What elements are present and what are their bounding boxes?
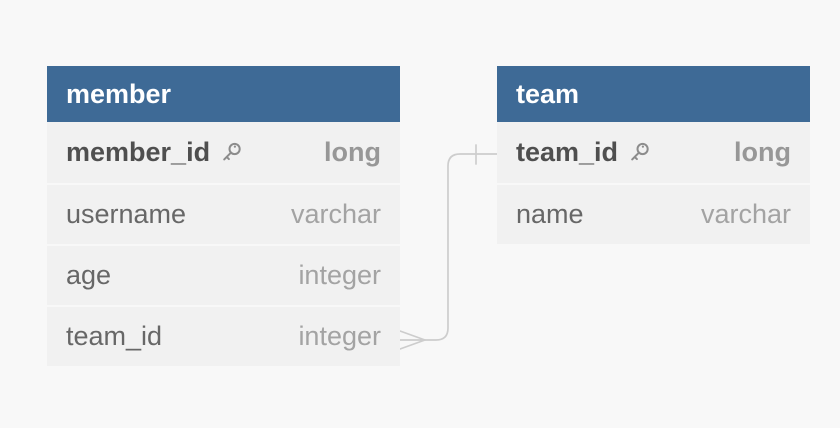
table-team-header[interactable]: team xyxy=(497,66,810,122)
column-type: integer xyxy=(298,321,381,351)
column-type: long xyxy=(324,137,381,167)
crow-foot-many-icon xyxy=(399,330,426,350)
column-name: team_id xyxy=(516,137,619,167)
row-member-team_id[interactable]: team_id integer xyxy=(47,305,400,366)
row-team-name[interactable]: name varchar xyxy=(497,183,810,244)
row-member-username[interactable]: username varchar xyxy=(47,183,400,244)
table-member-title: member xyxy=(66,79,172,109)
column-name: team_id xyxy=(66,321,163,351)
table-member[interactable]: member member_id long username varchar a… xyxy=(47,66,400,366)
primary-key-icon xyxy=(631,142,649,160)
column-type: varchar xyxy=(290,199,381,229)
column-name: username xyxy=(66,199,187,229)
row-member-member_id[interactable]: member_id long xyxy=(47,122,400,183)
primary-key-icon xyxy=(223,142,241,160)
column-type: integer xyxy=(298,260,381,290)
connector-line xyxy=(424,153,498,341)
row-member-age[interactable]: age integer xyxy=(47,244,400,305)
row-team-team_id[interactable]: team_id long xyxy=(497,122,810,183)
table-team[interactable]: team team_id long name varchar xyxy=(497,66,810,244)
column-name: member_id xyxy=(66,137,211,167)
column-type: varchar xyxy=(700,199,791,229)
column-name: name xyxy=(516,199,584,229)
table-member-header[interactable]: member xyxy=(47,66,400,122)
table-team-title: team xyxy=(516,79,580,109)
column-name: age xyxy=(66,260,112,290)
column-type: long xyxy=(734,137,791,167)
